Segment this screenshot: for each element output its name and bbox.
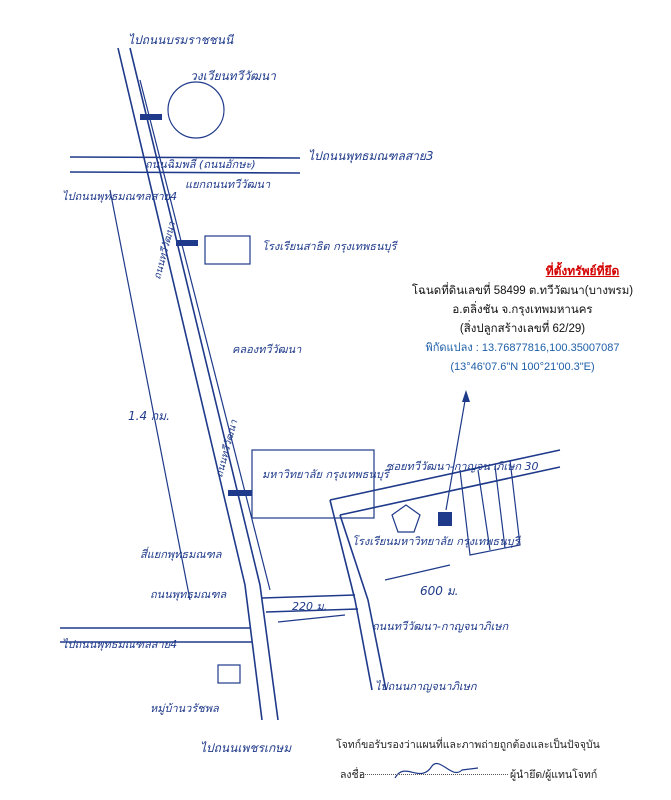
soi-south-right xyxy=(367,599,387,691)
roundabout-circle xyxy=(167,81,225,139)
label-road-vertical-lower: ถนนทวีวัฒนา xyxy=(213,418,240,478)
label-village: หมู่บ้านวรัชพล xyxy=(150,702,220,715)
bridge-mark-top xyxy=(140,114,162,120)
label-to-hwy-top: ไปถนนบรมราชชนนี xyxy=(128,33,235,47)
info-deed: โฉนดที่ดินเลขที่ 58499 ต.ทวีวัฒนา(บางพรม… xyxy=(411,285,634,297)
label-to-phutthamonthon3: ไปถนนพุทธมณฑลสาย3 xyxy=(308,149,434,164)
bridge-mark-lower xyxy=(228,490,252,496)
label-phutthamonthon-road: ถนนพุทธมณฑล xyxy=(150,588,228,601)
label-hospital: โรงเรียนสาธิต กรุงเทพธนบุรี xyxy=(262,240,398,253)
village-building xyxy=(217,664,241,684)
soi-south-left xyxy=(354,599,373,691)
label-school: โรงเรียนมหาวิทยาลัย กรุงเทพธนบุรี xyxy=(352,535,522,548)
property-marker xyxy=(438,512,452,526)
connector-bottom xyxy=(265,608,359,613)
main-road-left-edge xyxy=(117,47,263,721)
sign-label: ลงชื่อ xyxy=(340,769,365,781)
label-soi: ซอยทวีวัฒนา-กาญจนาภิเษก 30 xyxy=(386,460,539,473)
distance-arrow-600 xyxy=(384,564,451,581)
plot-divider-2 xyxy=(494,465,506,549)
label-junction: แยกถนนทวีวัฒนา xyxy=(185,178,271,191)
label-to-hwy-bottom: ไปถนนเพชรเกษม xyxy=(200,741,292,755)
sign-role: ผู้นำยึด/ผู้แทนโจทก์ xyxy=(510,769,598,781)
school-landmark xyxy=(391,504,421,533)
hospital-building xyxy=(204,235,251,265)
distance-arrow-220 xyxy=(277,614,346,623)
label-main-road-top: ถนนฉิมพลี (ถนนอักษะ) xyxy=(145,158,256,171)
connector-top xyxy=(261,594,356,599)
university-building xyxy=(251,449,375,519)
canal-line xyxy=(139,79,271,591)
property-info-box: ที่ตั้งทรัพย์ที่ยึด โฉนดที่ดินเลขที่ 584… xyxy=(380,262,665,377)
label-canal: คลองทวีวัฒนา xyxy=(232,343,302,356)
soi-road-lower xyxy=(339,466,561,516)
label-distance-main: 1.4 กม. xyxy=(128,409,170,423)
signature-line xyxy=(362,774,508,775)
label-road-vertical-upper: ถนนทวีวัฒนา xyxy=(151,220,178,280)
bridge-mark-middle xyxy=(176,240,198,246)
info-title: ที่ตั้งทรัพย์ที่ยึด xyxy=(545,264,620,278)
label-distance-220: 220 ม. xyxy=(292,600,327,613)
certification-statement: โจทก์ขอรับรองว่าแผนที่และภาพถ่ายถูกต้องแ… xyxy=(336,739,600,751)
pointer-arrowhead xyxy=(462,390,470,402)
distance-arrow-main xyxy=(109,189,191,601)
label-distance-600: 600 ม. xyxy=(420,584,458,598)
info-building: (สิ่งปลูกสร้างเลขที่ 62/29) xyxy=(459,323,586,335)
label-to-phutthamonthon4-lower: ไปถนนพุทธมณฑลสาย4 xyxy=(62,638,177,651)
soi-vertical-left xyxy=(329,499,356,601)
soi-road-upper xyxy=(329,449,561,501)
cross-road-top-upper xyxy=(69,156,301,159)
soi-vertical-right xyxy=(339,514,369,601)
plot-frame xyxy=(459,459,521,556)
label-bank-junction: สี่แยกพุทธมณฑล xyxy=(140,546,223,561)
label-university: มหาวิทยาลัย กรุงเทพธนบุรี xyxy=(262,468,391,481)
label-to-phutthamonthon4-left: ไปถนนพุทธมณฑลสาย4 xyxy=(62,190,177,203)
info-coords-dms: (13°46'07.6"N 100°21'00.3"E) xyxy=(450,361,595,373)
label-to-kanchana: ไปถนนกาญจนาภิเษก xyxy=(375,680,478,693)
info-coords-decimal: พิกัดแปลง : 13.76877816,100.35007087 xyxy=(425,342,620,354)
pointer-arrow xyxy=(445,394,467,511)
signature-mark xyxy=(394,763,479,779)
cross-road-top-lower xyxy=(69,171,301,174)
main-road-right-edge xyxy=(129,47,279,721)
plot-divider xyxy=(477,469,491,551)
info-district: อ.ตลิ่งชัน จ.กรุงเทพมหานคร xyxy=(452,304,593,316)
label-kanchana-road: ถนนทวีวัฒนา-กาญจนาภิเษก xyxy=(372,620,510,633)
label-roundabout: วงเวียนทวีวัฒนา xyxy=(190,69,277,83)
